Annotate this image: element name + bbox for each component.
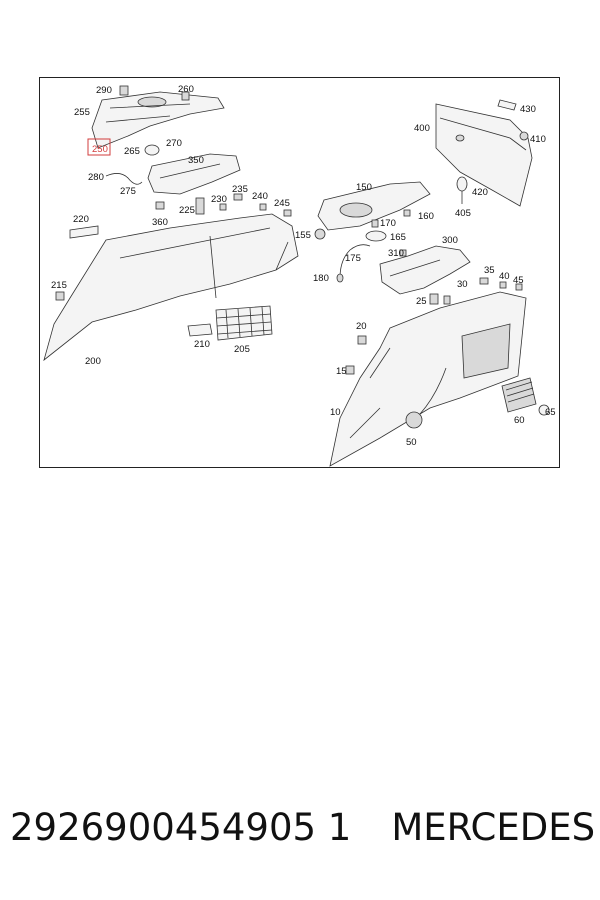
callout-260: 260 <box>178 84 194 95</box>
callout-210: 210 <box>194 339 210 350</box>
callout-175: 175 <box>345 253 361 264</box>
callout-20: 20 <box>356 321 367 332</box>
callout-420: 420 <box>472 187 488 198</box>
brand-name: MERCEDES <box>391 806 596 849</box>
parts-diagram-frame: 290 260 255 250 265 270 350 280 275 360 … <box>39 77 560 468</box>
callout-25: 25 <box>416 296 427 307</box>
callout-40: 40 <box>499 271 510 282</box>
part-360-clip <box>155 201 165 210</box>
callout-200: 200 <box>85 356 101 367</box>
part-60-grille <box>501 377 537 413</box>
part-350-side-trim <box>147 153 241 195</box>
callout-165: 165 <box>390 232 406 243</box>
part-260-clip <box>181 91 190 101</box>
callout-170: 170 <box>380 218 396 229</box>
part-265-grommet <box>144 144 160 156</box>
callout-225: 225 <box>179 205 195 216</box>
part-430-grip <box>497 99 517 111</box>
callout-215: 215 <box>51 280 67 291</box>
exploded-parts-diagram: 290 260 255 250 265 270 350 280 275 360 … <box>43 84 556 467</box>
callout-155: 155 <box>295 230 311 241</box>
part-155-clip <box>314 228 326 240</box>
callout-205: 205 <box>234 344 250 355</box>
callout-360: 360 <box>152 217 168 228</box>
part-230-235-clips <box>219 193 292 217</box>
callout-230: 230 <box>211 194 227 205</box>
callout-245: 245 <box>274 198 290 209</box>
callout-35: 35 <box>484 265 495 276</box>
part-65-nut <box>538 404 550 416</box>
part-210-cover <box>187 323 213 337</box>
part-300-bracket <box>379 245 471 295</box>
callout-150: 150 <box>356 182 372 193</box>
part-400-tailgate-trim <box>435 103 533 207</box>
part-150-upper-trim <box>317 181 431 231</box>
part-205-cargo-net <box>215 305 273 341</box>
callout-65: 65 <box>545 407 556 418</box>
callout-350: 350 <box>188 155 204 166</box>
callout-45: 45 <box>513 275 524 286</box>
part-220-handle <box>69 225 99 239</box>
callout-250: 250 <box>92 144 108 155</box>
callout-235: 235 <box>232 184 248 195</box>
callout-265: 265 <box>124 146 140 157</box>
part-20-clip <box>357 335 367 345</box>
callout-250-highlight-box <box>87 138 111 156</box>
callout-50: 50 <box>406 437 417 448</box>
callout-180: 180 <box>313 273 329 284</box>
part-275-cable <box>105 173 143 185</box>
part-225-insert <box>195 197 205 215</box>
part-310-clip <box>399 249 407 257</box>
callout-275: 275 <box>120 186 136 197</box>
part-250-pillar-trim <box>91 91 225 149</box>
callout-10: 10 <box>330 407 341 418</box>
part-290-clip <box>119 85 129 96</box>
callout-60: 60 <box>514 415 525 426</box>
callout-280: 280 <box>88 172 104 183</box>
part-160-170-clips <box>371 209 411 228</box>
part-200-side-panel <box>43 213 299 362</box>
part-number: 2926900454905 1 <box>10 806 352 849</box>
callout-15: 15 <box>336 366 347 377</box>
callout-160: 160 <box>418 211 434 222</box>
part-410-screw <box>519 131 529 141</box>
part-405-420-light <box>456 176 468 204</box>
part-50-hook <box>405 367 447 429</box>
callout-290: 290 <box>96 85 112 96</box>
part-215-clip <box>55 291 65 301</box>
callout-255: 255 <box>74 107 90 118</box>
part-35-40-45-clips <box>479 277 523 291</box>
part-175-180-cable <box>336 244 371 283</box>
callout-310: 310 <box>388 248 404 259</box>
callout-270: 270 <box>166 138 182 149</box>
callout-400: 400 <box>414 123 430 134</box>
product-caption: 2926900454905 1 MERCEDES <box>10 806 595 862</box>
part-15-clip <box>345 365 355 375</box>
callout-30: 30 <box>457 279 468 290</box>
callout-430: 430 <box>520 104 536 115</box>
callout-240: 240 <box>252 191 268 202</box>
callout-220: 220 <box>73 214 89 225</box>
part-25-30-clips <box>429 293 451 305</box>
part-165-lamp <box>365 230 387 242</box>
callout-405: 405 <box>455 208 471 219</box>
callout-300: 300 <box>442 235 458 246</box>
part-10-cargo-side-panel <box>329 291 527 467</box>
callout-410: 410 <box>530 134 546 145</box>
